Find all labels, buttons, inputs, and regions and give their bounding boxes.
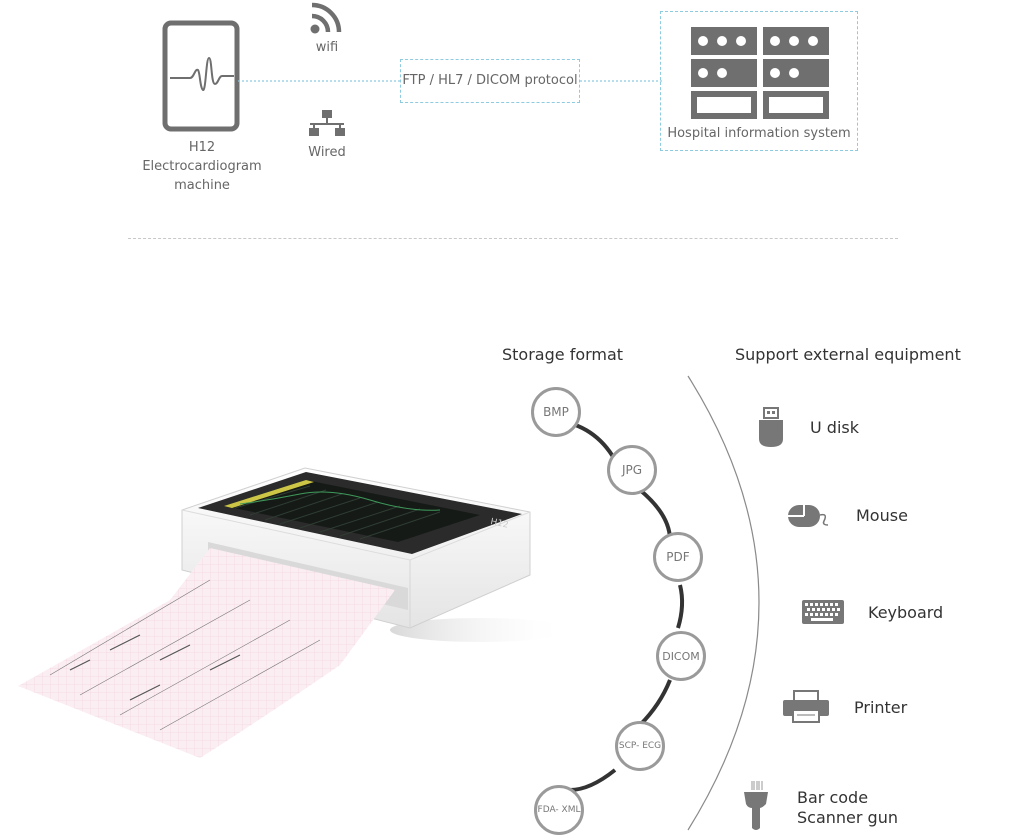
protocol-box: FTP / HL7 / DICOM protocol <box>400 59 580 103</box>
format-scp-ecg: SCP- ECG <box>615 721 665 771</box>
usb-disk-icon <box>759 407 783 447</box>
format-pdf: PDF <box>653 532 703 582</box>
equipment-barcode-scanner: Bar code Scanner gun <box>797 788 898 827</box>
ecg-tablet-icon <box>162 20 240 132</box>
storage-format-title: Storage format <box>502 345 624 364</box>
printer-icon <box>783 690 829 723</box>
server-rack-icon <box>691 27 829 119</box>
wired-network-icon <box>309 110 345 136</box>
equipment-keyboard: Keyboard <box>868 603 944 622</box>
ecg-device-illustration: H12 <box>18 467 570 758</box>
barcode-scanner-icon <box>744 781 768 830</box>
format-fda-xml: FDA- XML <box>534 785 584 835</box>
mouse-icon <box>788 505 829 527</box>
keyboard-icon <box>802 600 844 624</box>
equipment-mouse: Mouse <box>856 506 908 525</box>
external-equipment-title: Support external equipment <box>735 345 961 364</box>
wired-label: Wired <box>308 145 346 160</box>
equipment-printer: Printer <box>854 698 908 717</box>
his-box: Hospital information system <box>660 11 858 151</box>
protocol-label: FTP / HL7 / DICOM protocol <box>402 73 578 88</box>
his-label: Hospital information system <box>667 126 851 141</box>
device-brand-text: H12 <box>489 517 509 531</box>
connection-line <box>238 80 663 82</box>
equipment-u-disk: U disk <box>810 418 859 437</box>
device-label: H12 Electrocardiogram machine <box>142 140 262 193</box>
format-bmp: BMP <box>531 387 581 437</box>
wifi-label: wifi <box>315 40 339 55</box>
section-divider <box>128 238 898 239</box>
equipment-arc <box>687 375 760 831</box>
wifi-icon <box>310 2 342 34</box>
format-dicom: DICOM <box>656 631 706 681</box>
format-jpg: JPG <box>607 445 657 495</box>
